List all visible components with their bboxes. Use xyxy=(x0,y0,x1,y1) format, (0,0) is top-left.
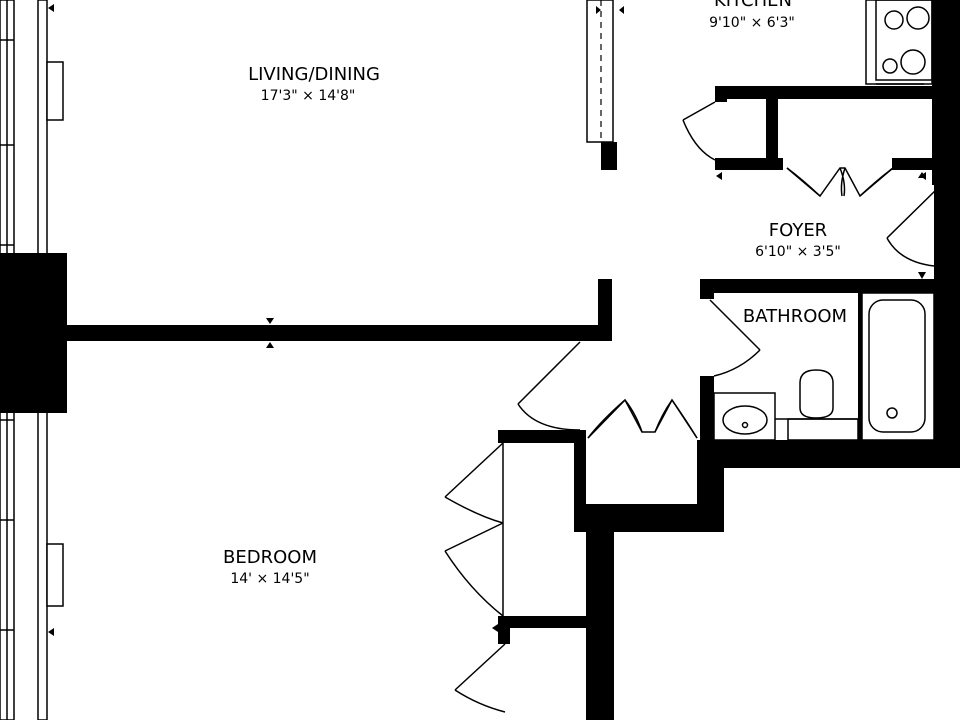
bedroom-dims: 14' × 14'5" xyxy=(230,571,309,587)
kitchen-dims: 9'10" × 6'3" xyxy=(709,15,795,31)
kitchen-partition xyxy=(586,0,624,170)
structural-column xyxy=(0,253,67,413)
bedroom-name: BEDROOM xyxy=(223,547,317,568)
bathtub-icon xyxy=(861,292,935,441)
bedroom-door-icon xyxy=(517,341,581,431)
living-dims: 17'3" × 14'8" xyxy=(261,88,356,104)
door-swing-icon xyxy=(682,101,716,161)
bathroom-door-icon xyxy=(709,299,761,377)
entry-door-icon xyxy=(886,172,941,279)
living-name: LIVING/DINING xyxy=(248,64,380,85)
radiator-upper xyxy=(46,61,64,121)
bifold-door-icon xyxy=(786,167,894,198)
stove-icon xyxy=(865,0,933,85)
foyer-dims: 6'10" × 3'5" xyxy=(755,244,841,260)
hall-closet-walls xyxy=(715,86,940,180)
toilet-icon xyxy=(787,369,859,441)
kitchen-name: KITCHEN xyxy=(714,0,792,11)
closet-bifold-door-icon xyxy=(444,442,506,713)
entry-wall xyxy=(934,182,960,266)
radiator-lower xyxy=(46,543,64,607)
wall-stub-center xyxy=(598,279,612,341)
hall-bifold-door-icon xyxy=(587,398,698,439)
sink-icon xyxy=(713,392,776,441)
living-bedroom-wall xyxy=(60,325,612,341)
foyer-name: FOYER xyxy=(769,220,827,241)
bathroom-walls xyxy=(700,266,960,468)
bathroom-name: BATHROOM xyxy=(743,306,847,327)
hall-walls xyxy=(498,430,724,720)
